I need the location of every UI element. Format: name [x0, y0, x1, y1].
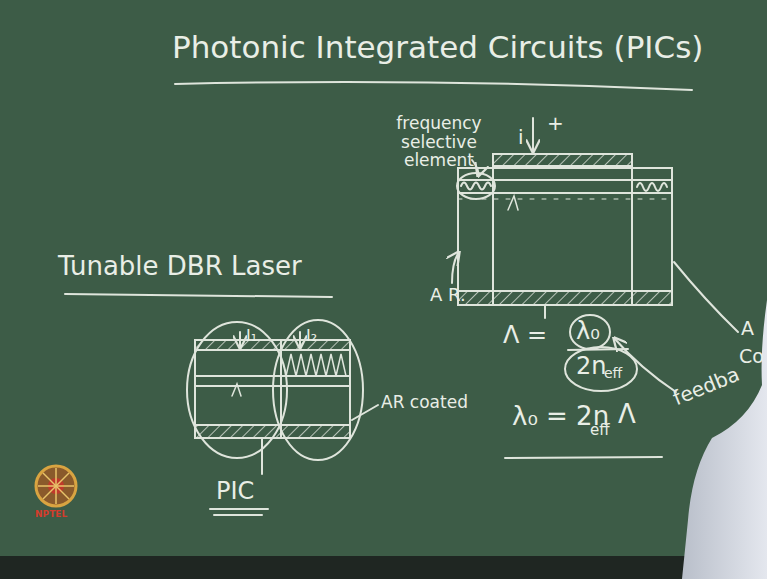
formula-term: λ₀: [576, 318, 600, 344]
annotation: PIC: [216, 478, 254, 504]
photon-mark: [232, 384, 241, 396]
annotation: A R.: [430, 285, 466, 305]
bottom-electrode: [458, 291, 672, 305]
formula-underline: [505, 457, 662, 458]
leader-line: [674, 262, 738, 332]
circle-mark: [565, 347, 637, 391]
current-symbol: i: [518, 126, 524, 148]
formula-subscript: eff: [590, 422, 610, 439]
connector-line: [261, 438, 263, 474]
current-arrow: [299, 332, 301, 348]
pic-underline: [214, 514, 262, 516]
formula-term: 2n: [576, 353, 606, 379]
section-line: [631, 154, 633, 305]
current-label: I₁: [246, 327, 257, 345]
annotation: A: [741, 318, 754, 339]
nptel-logo: [36, 466, 76, 506]
grating-circle: [457, 173, 495, 199]
photon-mark: [508, 196, 518, 210]
board-title: Photonic Integrated Circuits (PICs): [172, 30, 703, 64]
formula-term: Λ: [618, 400, 636, 429]
current-arrow: [239, 332, 241, 348]
grating: [461, 183, 491, 190]
bottom-electrode: [195, 425, 350, 438]
annotation: Co: [739, 346, 764, 367]
formula-term: Λ =: [503, 322, 547, 348]
active-layer: [458, 179, 672, 181]
title-underline: [175, 82, 692, 90]
formula-subscript: eff: [604, 366, 622, 381]
current-label: I₂: [306, 327, 317, 345]
current-arrow: [532, 118, 534, 152]
section-circle: [273, 320, 363, 460]
polarity-sign: +: [547, 112, 564, 134]
laser-chip: [458, 168, 672, 305]
section-heading: Tunable DBR Laser: [58, 252, 302, 281]
guide-layer: [458, 199, 672, 200]
grating: [637, 183, 667, 191]
grating: [286, 354, 346, 376]
top-electrode: [493, 154, 632, 166]
board-ledge: [0, 556, 767, 579]
heading-underline: [65, 294, 332, 297]
connector-line: [544, 305, 546, 318]
section-line: [492, 154, 494, 305]
logo-text: NPTEL: [35, 510, 67, 520]
annotation: AR coated: [381, 393, 468, 412]
pic-underline: [210, 508, 268, 510]
lecturer-figure: [682, 300, 767, 579]
leader-line: [452, 252, 459, 283]
annotation: frequency selective element: [396, 114, 482, 170]
circle-mark: [570, 315, 610, 349]
feedback-arrow: [614, 338, 676, 392]
leader-line: [352, 405, 378, 420]
